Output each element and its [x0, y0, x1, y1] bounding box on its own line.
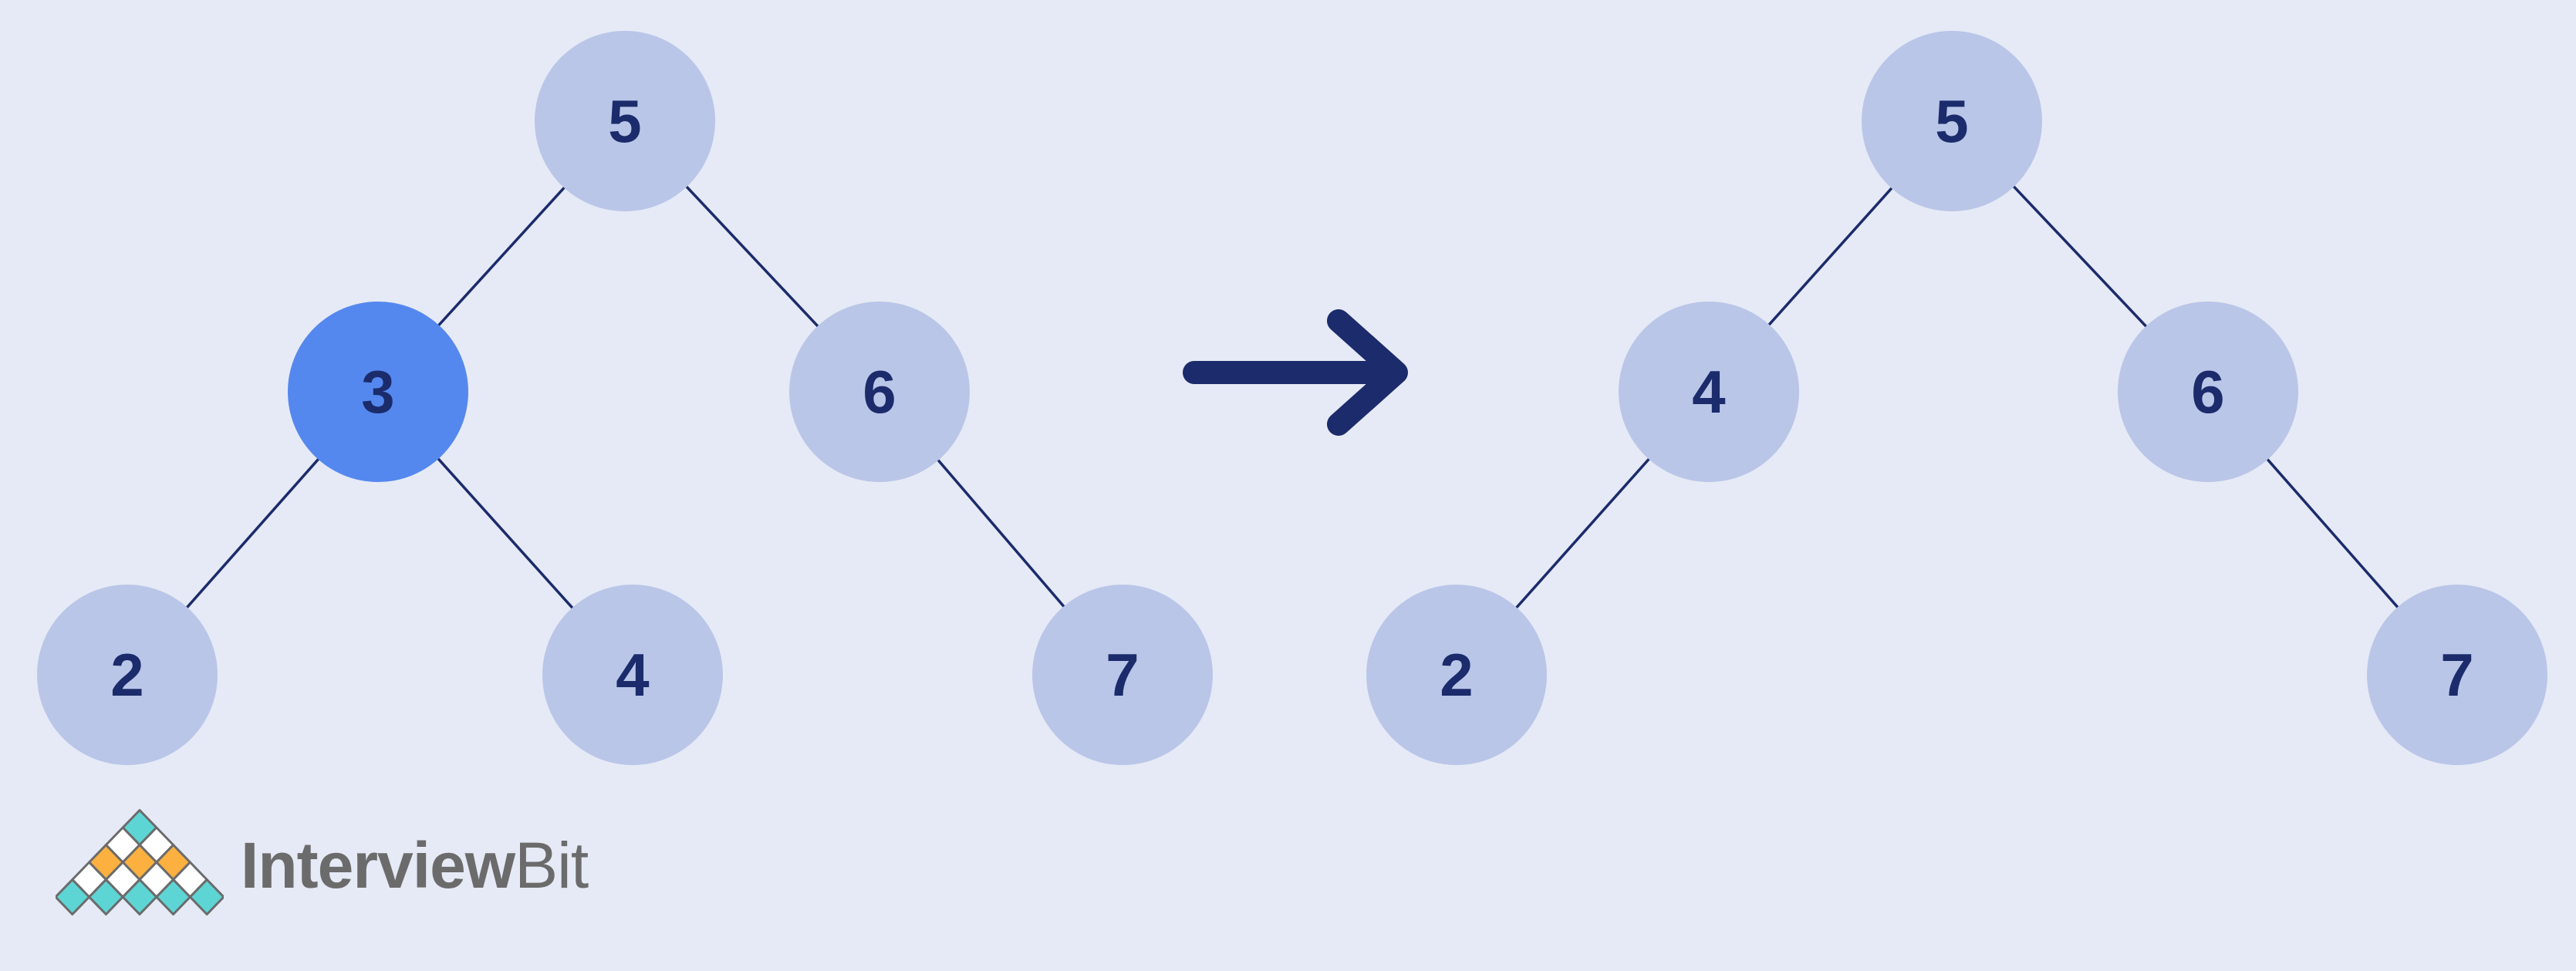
tree-node-label: 6: [863, 358, 896, 426]
tree-node-2[interactable]: 2: [1366, 585, 1547, 765]
logo-diamond: [188, 878, 224, 915]
tree-node-label: 6: [2191, 358, 2225, 426]
tree-edge: [2010, 183, 2149, 330]
tree-node-4[interactable]: 4: [542, 585, 723, 765]
tree-node-label: 5: [608, 87, 642, 155]
tree-node-label: 7: [1106, 641, 1139, 709]
tree-edge: [684, 184, 821, 329]
tree-node-label: 4: [616, 641, 650, 709]
tree-node-label: 2: [1440, 641, 1474, 709]
tree-edge: [435, 184, 568, 329]
transforms-into-arrow: [1180, 307, 1427, 438]
logo-diamond: [88, 878, 124, 915]
tree-node-label: 2: [110, 641, 144, 709]
tree-edge: [435, 455, 576, 612]
logo-text-bit: Bit: [515, 829, 589, 902]
tree-node-2[interactable]: 2: [37, 585, 218, 765]
logo-diamond: [56, 878, 91, 915]
interviewbit-wordmark: InterviewBit: [241, 833, 589, 898]
tree-node-6[interactable]: 6: [789, 302, 970, 482]
tree-node-4[interactable]: 4: [1619, 302, 1799, 482]
logo-diamond: [121, 878, 158, 915]
tree-node-label: 7: [2440, 641, 2474, 709]
tree-node-label: 4: [1692, 358, 1726, 426]
tree-edge: [935, 457, 1067, 610]
interviewbit-logo: InterviewBit: [56, 804, 589, 927]
tree-node-label: 5: [1935, 87, 1969, 155]
tree-node-label: 3: [361, 358, 395, 426]
interviewbit-diamond-mark: [56, 809, 224, 915]
tree-node-3[interactable]: 3: [288, 302, 468, 482]
tree-node-7[interactable]: 7: [1032, 585, 1213, 765]
tree-edge: [1766, 184, 1895, 329]
tree-edge: [2264, 456, 2401, 611]
tree-node-6[interactable]: 6: [2118, 302, 2298, 482]
tree-node-7[interactable]: 7: [2367, 585, 2547, 765]
tree-edge: [1513, 456, 1653, 611]
logo-text-interview: Interview: [241, 829, 515, 902]
tree-edge: [184, 456, 322, 611]
logo-diamond: [155, 878, 191, 915]
tree-node-5[interactable]: 5: [1862, 31, 2042, 211]
tree-node-5[interactable]: 5: [535, 31, 715, 211]
